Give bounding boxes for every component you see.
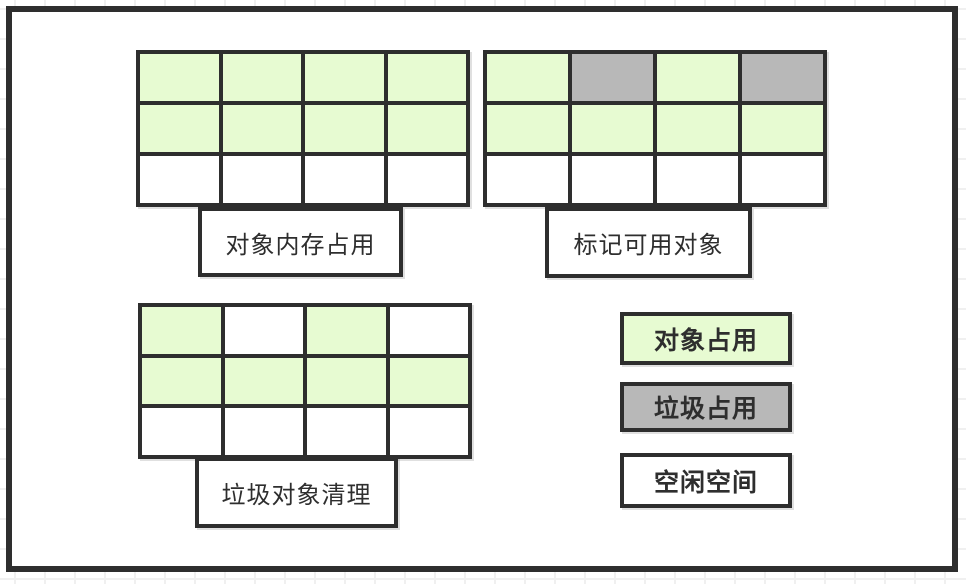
memory-cell-object xyxy=(570,103,655,154)
memory-cell-object xyxy=(305,305,388,356)
memory-grid-after-cleanup xyxy=(138,303,472,459)
memory-cell-free xyxy=(485,154,570,205)
memory-cell-free xyxy=(138,154,221,205)
memory-cell-object xyxy=(387,355,470,407)
memory-cell-object xyxy=(140,355,223,407)
memory-cell-object xyxy=(655,103,740,154)
memory-cell-object xyxy=(385,52,468,103)
memory-cell-garbage xyxy=(570,52,655,103)
memory-cell-object xyxy=(740,103,825,154)
memory-grid-marked-objects xyxy=(483,50,827,207)
memory-cell-free xyxy=(222,406,305,457)
memory-cell-free xyxy=(385,154,468,205)
memory-cell-object xyxy=(305,355,388,407)
legend-label: 垃圾占用 xyxy=(653,395,758,423)
memory-cell-free xyxy=(303,154,386,205)
legend-label: 对象占用 xyxy=(653,326,758,355)
legend-label: 空闲空间 xyxy=(653,468,758,497)
caption-label: 标记可用对象 xyxy=(573,232,724,259)
memory-cell-free xyxy=(387,305,470,356)
memory-cell-free xyxy=(570,154,655,205)
memory-grid-object-usage xyxy=(136,50,470,207)
legend-garbage-occupied: 垃圾占用 xyxy=(620,382,792,432)
memory-cell-object xyxy=(220,103,303,154)
memory-cell-object xyxy=(485,52,570,103)
legend-free-space: 空闲空间 xyxy=(620,453,792,508)
memory-cell-object xyxy=(303,103,386,154)
memory-cell-free xyxy=(220,154,303,205)
memory-cell-garbage xyxy=(740,52,825,103)
memory-cell-object xyxy=(220,52,303,103)
caption-garbage-cleanup: 垃圾对象清理 xyxy=(195,457,398,528)
memory-cell-free xyxy=(140,406,223,457)
memory-cell-object xyxy=(140,305,223,356)
legend-object-occupied: 对象占用 xyxy=(620,312,792,365)
memory-cell-free xyxy=(305,406,388,457)
memory-cell-object xyxy=(138,52,221,103)
memory-cell-free xyxy=(740,154,825,205)
caption-label: 垃圾对象清理 xyxy=(221,482,372,509)
memory-cell-object xyxy=(485,103,570,154)
memory-cell-object xyxy=(138,103,221,154)
memory-cell-object xyxy=(303,52,386,103)
memory-cell-object xyxy=(222,355,305,407)
memory-cell-object xyxy=(655,52,740,103)
memory-cell-object xyxy=(385,103,468,154)
caption-mark-usable-objects: 标记可用对象 xyxy=(545,207,752,278)
memory-cell-free xyxy=(387,406,470,457)
memory-cell-free xyxy=(222,305,305,356)
memory-cell-free xyxy=(655,154,740,205)
caption-object-memory-usage: 对象内存占用 xyxy=(198,207,403,277)
caption-label: 对象内存占用 xyxy=(225,231,376,259)
